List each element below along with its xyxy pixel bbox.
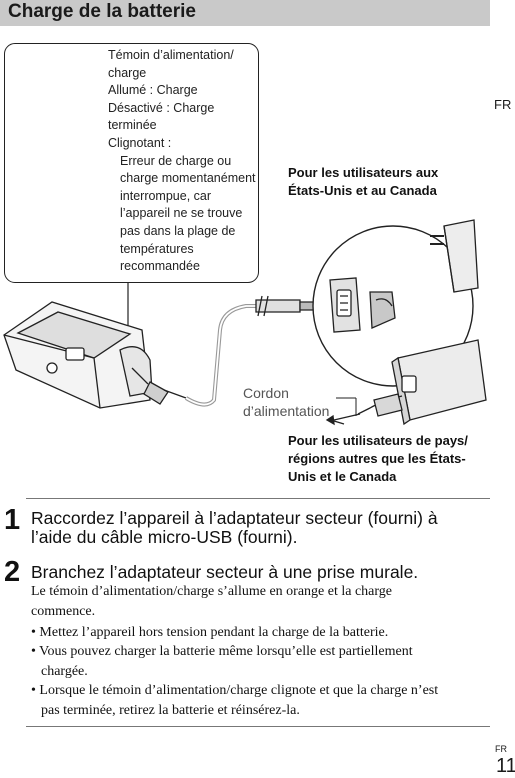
callout-line: Désactivé : Charge [108,100,215,115]
caption-other-regions: Pour les utilisateurs de pays/ régions a… [288,432,468,486]
bullet-line: • Vous pouvez charger la batterie même l… [31,644,413,659]
callout-line: Clignotant : [108,135,172,150]
bullet-line: • Lorsque le témoin d’alimentation/charg… [31,683,439,698]
caption-line: Unis et le Canada [288,469,397,484]
bullet-3: • Lorsque le témoin d’alimentation/charg… [31,681,438,720]
callout-indented-line: recommandée [120,259,200,274]
caption-line: États-Unis et au Canada [288,183,437,198]
callout-line: Allumé : Charge [108,83,198,98]
section-title: Charge de la batterie [8,1,196,22]
micro-usb-cable [143,295,319,407]
language-tab: FR [494,97,512,112]
body-line: Le témoin d’alimentation/charge s’allume… [31,584,392,599]
footer-language: FR [495,744,507,754]
indicator-callout-box [4,43,259,283]
step-1-number: 1 [4,504,21,536]
section-title-bar: Charge de la batterie [0,0,490,26]
us-adapter-inset [312,219,479,387]
bullet-2: • Vous pouvez charger la batterie même l… [31,642,413,681]
cord-label-line: Cordon [243,385,289,401]
power-cord-label: Cordon d’alimentation [243,384,329,420]
caption-line: régions autres que les États- [288,451,466,466]
callout-indented-line: l’appareil ne se trouve [120,206,243,221]
camera-front-view [3,301,153,409]
caption-us-canada: Pour les utilisateurs aux États-Unis et … [288,164,438,200]
body-line: commence. [31,603,96,619]
step-line: Branchez l’adaptateur secteur à une pris… [31,562,419,582]
step-1-text: Raccordez l’appareil à l’adaptateur sect… [31,509,438,547]
callout-line: charge [108,65,147,80]
step-2-text: Branchez l’adaptateur secteur à une pris… [31,563,418,582]
divider-bottom [26,726,490,727]
cord-label-line: d’alimentation [243,403,330,419]
caption-line: Pour les utilisateurs de pays/ [288,433,468,448]
bullet-1: • Mettez l’appareil hors tension pendant… [31,623,388,643]
step-2-number: 2 [4,556,21,588]
step-2-intro: Le témoin d’alimentation/charge s’allume… [31,582,392,621]
step-line: Raccordez l’appareil à l’adaptateur sect… [31,508,438,528]
caption-line: Pour les utilisateurs aux [288,165,439,180]
divider-top [26,498,490,499]
bullet-line: pas terminée, retirez la batterie et réi… [41,702,300,718]
adapter-other-regions [325,339,487,426]
callout-line: terminée [108,118,157,133]
callout-indented-line: Erreur de charge ou [120,153,232,168]
callout-indented-line: charge momentanément [120,171,256,186]
callout-indented-line: interrompue, car [120,188,212,203]
bullet-line: • Mettez l’appareil hors tension pendant… [31,625,389,640]
page-number: 11 [496,755,515,777]
step-line: l’aide du câble micro-USB (fourni). [31,527,298,547]
callout-line: Témoin d’alimentation/ [108,48,234,62]
bullet-line: chargée. [41,663,88,679]
callout-indented-line: pas dans la plage de [120,223,236,238]
indicator-description: Témoin d’alimentation/ charge Allumé : C… [108,47,258,276]
callout-indented-line: températures [120,241,194,256]
